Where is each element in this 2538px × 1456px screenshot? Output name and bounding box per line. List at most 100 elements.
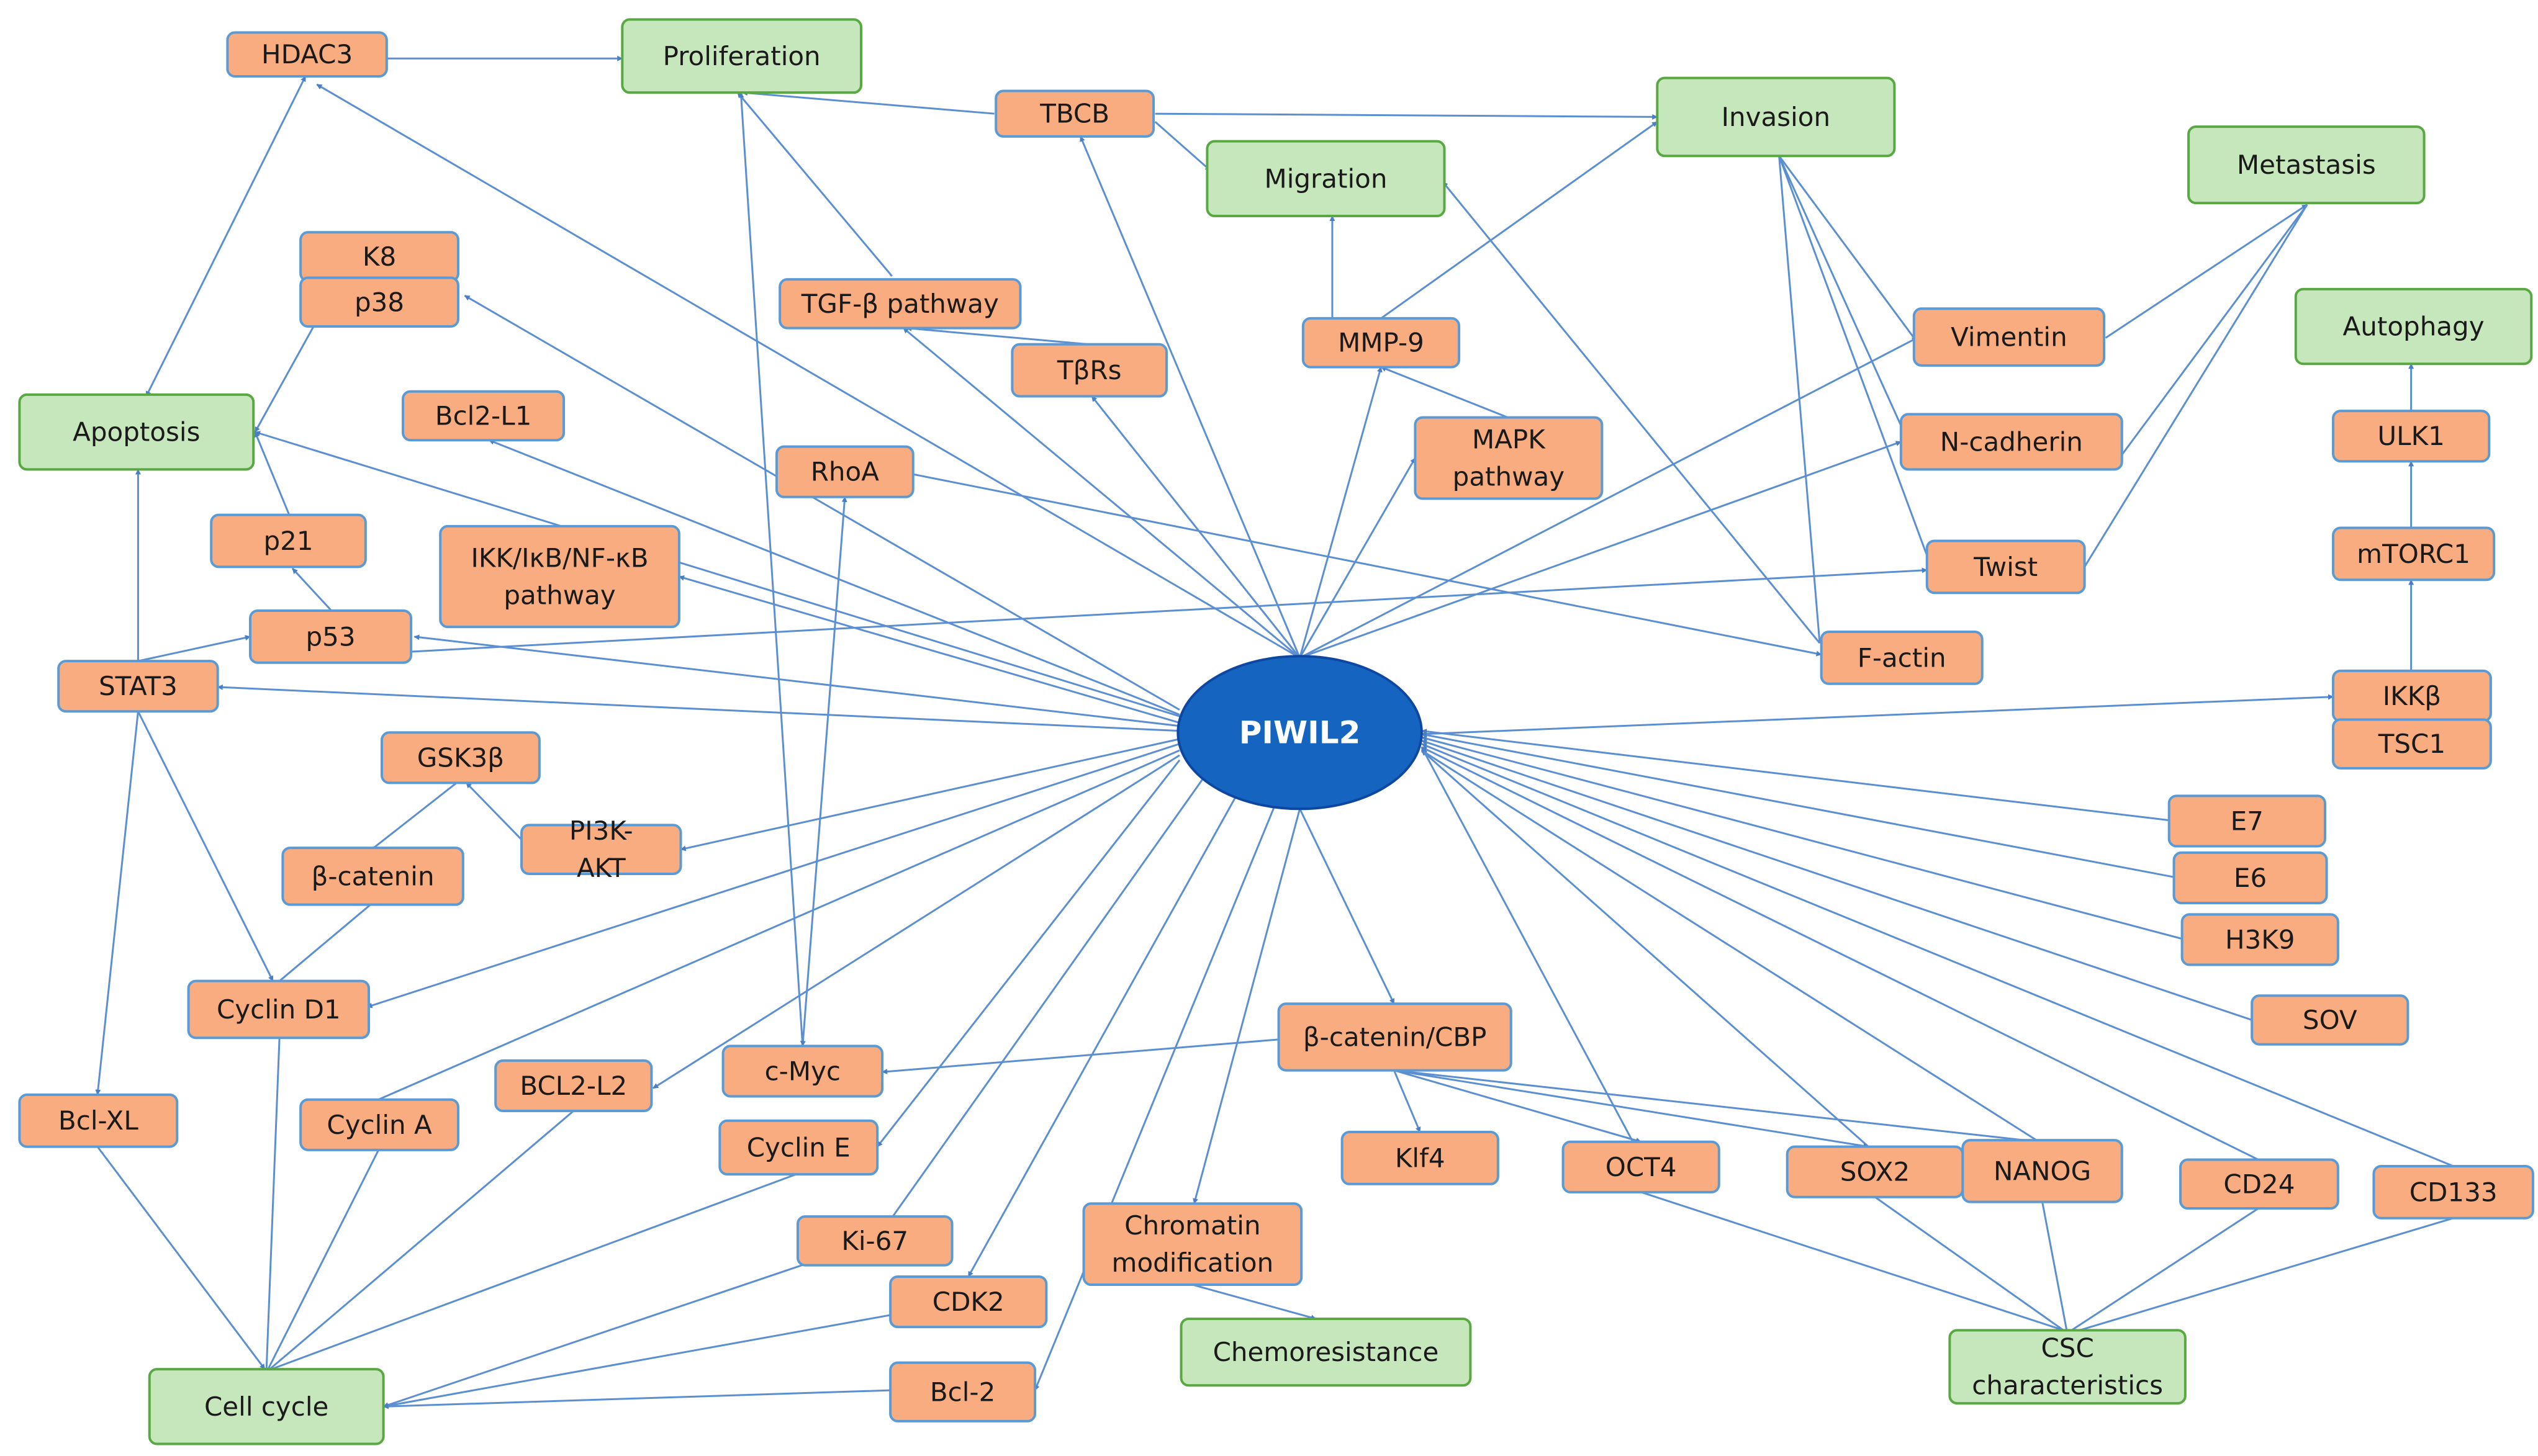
- node-factin: F-actin: [1820, 631, 1984, 685]
- node-box: [57, 660, 219, 713]
- node-oct4: OCT4: [1561, 1140, 1720, 1193]
- node-box: [1180, 1318, 1472, 1387]
- edge-arrow-77: [2041, 1202, 2068, 1331]
- node-box: [2187, 125, 2426, 205]
- edge-arrow-28: [1420, 732, 2174, 878]
- edge-arrow-73: [1394, 1069, 2040, 1144]
- edge-arrow-82: [267, 1149, 380, 1370]
- node-box: [1011, 343, 1168, 398]
- node-label: characteristics: [1972, 1370, 2163, 1401]
- node-p21: p21: [210, 513, 367, 568]
- node-vimentin: Vimentin: [1912, 307, 2106, 367]
- edge-arrow-59: [254, 326, 315, 433]
- edge-arrow-8: [1299, 337, 1918, 659]
- node-label: CDK2: [933, 1287, 1005, 1317]
- node-label: BCL2-L2: [520, 1071, 627, 1101]
- node-box: [520, 824, 682, 875]
- node-klf4: Klf4: [1340, 1131, 1499, 1185]
- node-label: MMP-9: [1338, 328, 1424, 358]
- edge-arrow-78: [2071, 1207, 2259, 1331]
- edge-arrow-26: [1420, 694, 2334, 737]
- node-ncadherin: N-cadherin: [1899, 413, 2123, 471]
- edge-arrow-19: [653, 754, 1180, 1089]
- node-cyclind1: Cyclin D1: [187, 979, 371, 1040]
- node-label: Ki-67: [841, 1226, 908, 1256]
- edge-arrow-60: [254, 431, 291, 516]
- edge-arrow-13: [679, 575, 1180, 724]
- node-label: β-catenin: [312, 861, 435, 891]
- edge-arrow-17: [366, 743, 1180, 1009]
- node-label: SOV: [2303, 1005, 2357, 1035]
- node-piwil2: PIWIL2: [1176, 655, 1423, 811]
- node-pi3k: PI3K-AKT: [520, 816, 682, 883]
- edge-arrow-9: [1299, 441, 1902, 659]
- node-label: Apoptosis: [73, 417, 200, 447]
- node-label: Proliferation: [663, 41, 821, 71]
- node-tgfb: TGF-β pathway: [779, 278, 1022, 330]
- node-stat3: STAT3: [57, 660, 219, 713]
- node-migration: Migration: [1206, 140, 1446, 218]
- edge-arrow-50: [1778, 155, 1915, 339]
- edge-arrow-72: [1394, 1069, 1869, 1149]
- node-box: [721, 1045, 884, 1098]
- node-box: [148, 1368, 385, 1445]
- edge-arrow-39: [1154, 121, 1211, 171]
- node-label: pathway: [504, 580, 615, 611]
- edge-arrow-48: [357, 567, 1928, 656]
- node-label: TSC1: [2378, 729, 2445, 759]
- center-label: PIWIL2: [1239, 714, 1361, 750]
- node-box: [621, 18, 863, 94]
- node-cycline: Cyclin E: [718, 1119, 879, 1176]
- edge-arrow-68: [279, 904, 371, 982]
- node-label: TGF-β pathway: [801, 289, 999, 319]
- edge-arrow-67: [373, 782, 458, 849]
- node-label: IKKβ: [2383, 681, 2441, 711]
- edge-arrow-37: [742, 90, 995, 115]
- edge-arrow-61: [291, 567, 332, 612]
- edge-arrow-75: [1640, 1191, 2064, 1332]
- node-box: [187, 979, 371, 1040]
- edge-arrow-43: [1380, 121, 1658, 320]
- node-label: CD133: [2409, 1177, 2498, 1207]
- edge-arrow-5: [1091, 395, 1301, 658]
- node-label: OCT4: [1605, 1152, 1677, 1182]
- node-box: [889, 1361, 1037, 1422]
- node-bcl2l2: BCL2-L2: [494, 1059, 653, 1113]
- node-box: [1961, 1139, 2123, 1203]
- node-label: Autophagy: [2343, 312, 2485, 342]
- node-box: [494, 1059, 653, 1113]
- edge-arrow-1: [145, 76, 307, 397]
- node-metastasis: Metastasis: [2187, 125, 2426, 205]
- node-label: Migration: [1264, 163, 1387, 194]
- node-label: PI3K-: [569, 816, 633, 846]
- node-box: [779, 278, 1022, 330]
- node-p38: p38: [299, 276, 459, 328]
- edge-arrow-66: [466, 782, 524, 842]
- edge-arrow-44: [1380, 366, 1509, 418]
- node-box: [2180, 913, 2339, 966]
- edge-arrow-47: [913, 473, 1822, 657]
- edge-arrow-81: [265, 1038, 281, 1370]
- node-box: [226, 31, 388, 78]
- edge-arrow-76: [1874, 1196, 2064, 1331]
- edge-arrow-70: [1393, 1070, 1421, 1133]
- node-box: [380, 731, 541, 784]
- node-label: Klf4: [1395, 1143, 1445, 1173]
- node-label: Vimentin: [1951, 322, 2067, 353]
- edge-arrow-86: [383, 1300, 969, 1408]
- edge-arrow-54: [2121, 204, 2308, 456]
- node-box: [210, 513, 367, 568]
- node-label: CSC: [2041, 1333, 2093, 1364]
- edge-arrow-87: [382, 1389, 891, 1409]
- node-tbrs: TβRs: [1011, 343, 1168, 398]
- node-proliferation: Proliferation: [621, 18, 863, 94]
- node-cmyc: c-Myc: [721, 1045, 884, 1098]
- node-label: mTORC1: [2357, 539, 2470, 569]
- node-bcl2l1: Bcl2-L1: [402, 390, 566, 442]
- node-label: HDAC3: [261, 39, 353, 70]
- node-cyclina: Cyclin A: [299, 1098, 459, 1151]
- node-label: K8: [363, 241, 396, 272]
- node-box: [1820, 631, 1984, 685]
